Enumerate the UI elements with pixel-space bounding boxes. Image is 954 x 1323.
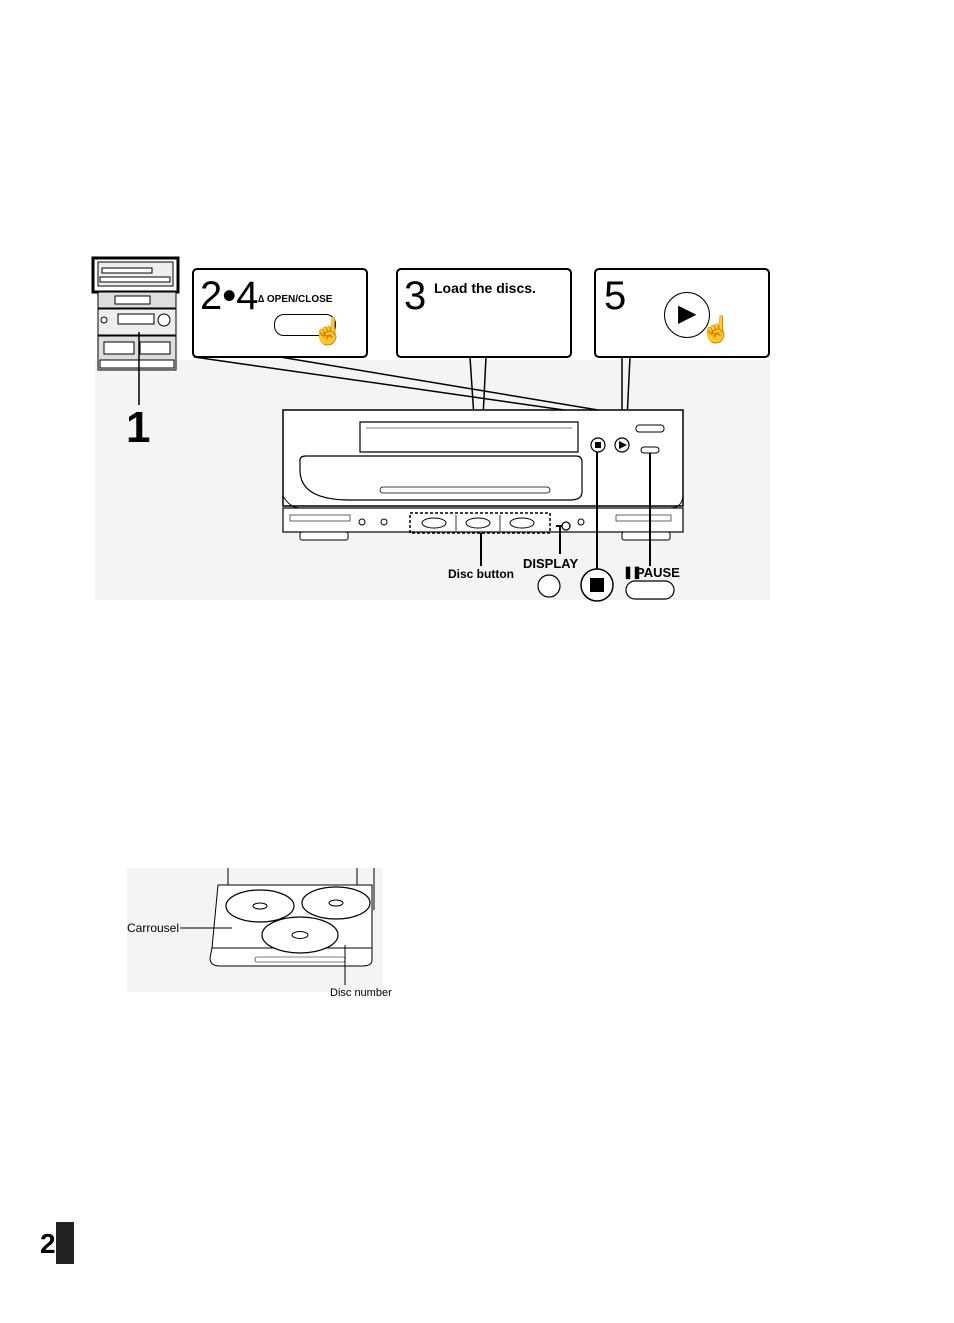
hand-pointer-icon: ☝ [700, 316, 732, 342]
cd-player-body [283, 410, 683, 540]
hand-pointer-icon: ☝ [312, 318, 344, 344]
carrousel-label: Carrousel [127, 921, 179, 935]
open-close-label: ∆ OPEN/CLOSE [258, 294, 332, 305]
disc-number-label: Disc number [330, 987, 392, 999]
callout-step-5: 5 ▶ ☝ [594, 268, 770, 358]
step-number-5: 5 [604, 276, 626, 316]
step-number-3: 3 [404, 276, 426, 316]
page-number: 2 [40, 1228, 56, 1260]
callout-step-3: 3 Load the discs. [396, 268, 572, 358]
disc-button-label: Disc button [448, 567, 514, 581]
step-number-1: 1 [126, 408, 150, 448]
pause-label: PAUSE [636, 565, 680, 580]
step-number-2-4: 2•4 [200, 276, 259, 316]
page-tab-marker [56, 1222, 74, 1264]
play-icon: ▶ [678, 300, 696, 328]
callout-step-2-4: 2•4 ∆ OPEN/CLOSE ☝ [192, 268, 368, 358]
display-label: DISPLAY [523, 556, 578, 571]
display-button-icon [538, 575, 560, 597]
load-discs-text: Load the discs. [434, 280, 536, 296]
pause-button-icon [626, 581, 674, 599]
